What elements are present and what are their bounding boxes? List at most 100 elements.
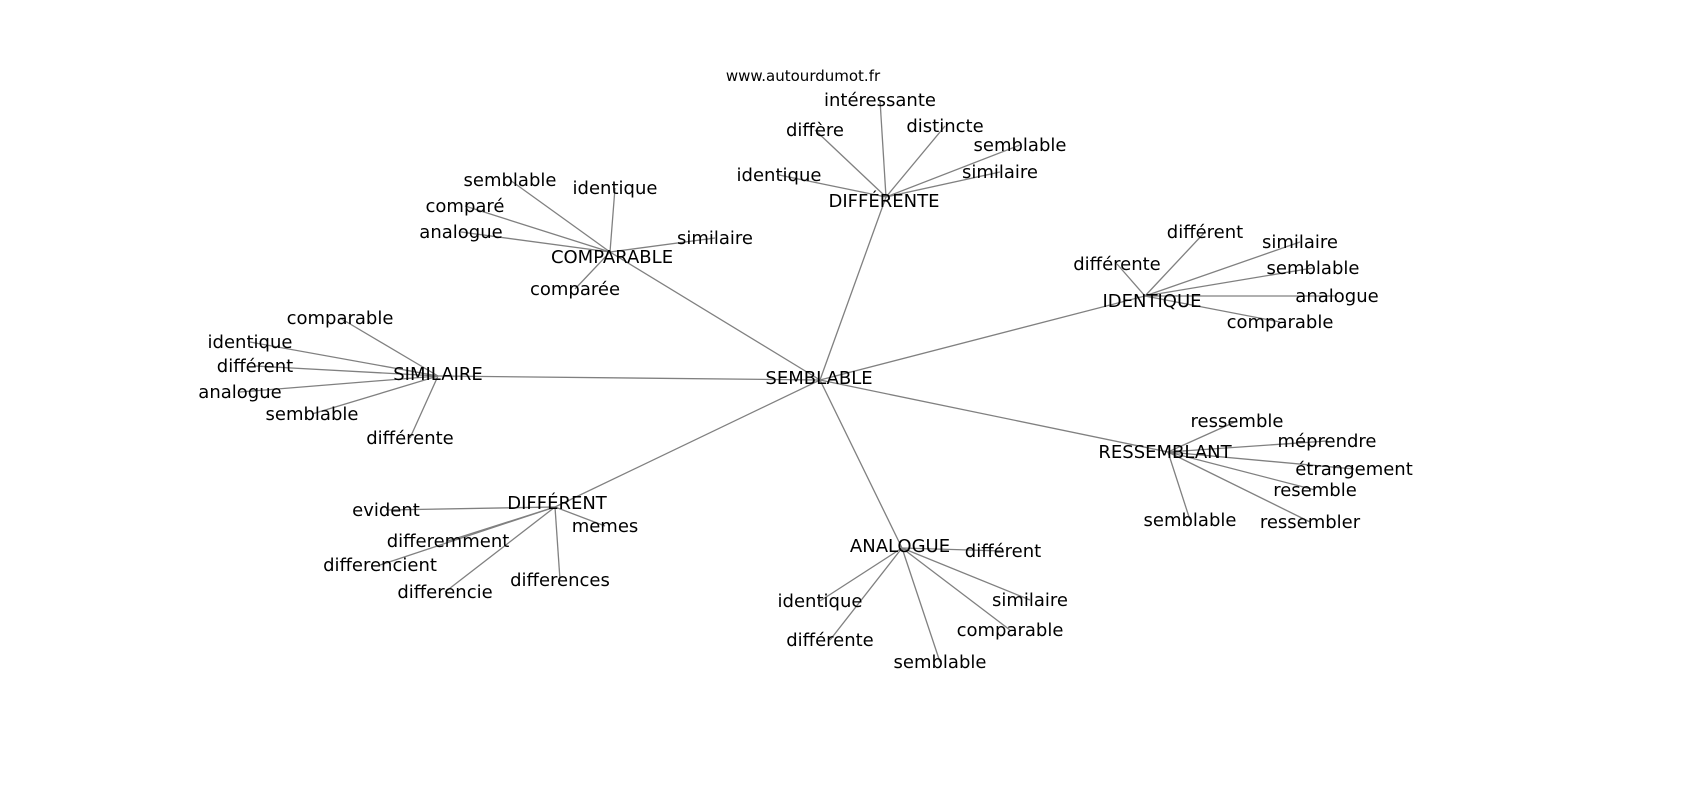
hub-node[interactable]: ANALOGUE <box>850 536 950 557</box>
edge-hub-leaf <box>901 547 941 663</box>
leaf-node[interactable]: evident <box>352 500 420 521</box>
leaf-node[interactable]: semblable <box>1267 258 1360 279</box>
leaf-node[interactable]: différente <box>366 428 454 449</box>
edge-center-hub <box>437 375 821 381</box>
edge-hub-leaf <box>1144 231 1206 297</box>
edge-hub-leaf <box>554 506 606 527</box>
leaf-node[interactable]: similaire <box>677 228 753 249</box>
leaf-node[interactable]: comparable <box>957 620 1064 641</box>
leaf-node[interactable]: identique <box>737 165 822 186</box>
leaf-node[interactable]: analogue <box>419 222 502 243</box>
edge-hub-leaf <box>901 547 1004 552</box>
edge-hub-leaf <box>885 171 1001 198</box>
leaf-node[interactable]: diffère <box>786 120 844 141</box>
edge-hub-leaf <box>885 125 946 198</box>
edge-hub-leaf <box>1167 451 1316 491</box>
leaf-node[interactable]: similaire <box>992 590 1068 611</box>
leaf-node[interactable]: ressembler <box>1260 512 1361 533</box>
leaf-node[interactable]: étrangement <box>1295 459 1413 480</box>
edge-hub-leaf <box>814 129 887 198</box>
leaf-node[interactable]: différent <box>965 541 1041 562</box>
leaf-node[interactable]: semblable <box>266 404 359 425</box>
center-node[interactable]: SEMBLABLE <box>765 368 872 389</box>
hub-node[interactable]: RESSEMBLANT <box>1098 442 1232 463</box>
edge-hub-leaf <box>901 547 1011 631</box>
hub-node[interactable]: COMPARABLE <box>551 247 673 268</box>
edge-hub-leaf <box>311 375 439 415</box>
leaf-node[interactable]: differemment <box>387 531 510 552</box>
leaf-node[interactable]: comparée <box>530 279 620 300</box>
edge-hub-leaf <box>339 317 439 377</box>
leaf-node[interactable]: semblable <box>1144 510 1237 531</box>
edge-hub-leaf <box>609 187 616 253</box>
edge-hub-leaf <box>1144 267 1314 297</box>
leaf-node[interactable]: similaire <box>1262 232 1338 253</box>
edge-hub-leaf <box>409 375 439 439</box>
leaf-node[interactable]: differencient <box>323 555 437 576</box>
edge-hub-leaf <box>254 365 439 377</box>
leaf-node[interactable]: comparable <box>1227 312 1334 333</box>
leaf-node[interactable]: méprendre <box>1277 431 1376 452</box>
edge-hub-leaf <box>901 547 1031 601</box>
labels: www.autourdumot.fr SEMBLABLE SIMILAIRE co… <box>198 67 1412 673</box>
edge-center-hub <box>819 196 887 381</box>
edge-hub-leaf <box>239 375 439 393</box>
leaf-node[interactable]: comparable <box>287 308 394 329</box>
leaf-node[interactable]: comparé <box>426 196 505 217</box>
edge-hub-leaf <box>819 547 903 602</box>
edge-hub-leaf <box>1167 451 1355 470</box>
edge-hub-leaf <box>778 174 887 198</box>
edge-hub-leaf <box>574 251 611 290</box>
leaf-node[interactable]: identique <box>778 591 863 612</box>
leaf-node[interactable]: semblable <box>894 652 987 673</box>
edge-hub-leaf <box>444 506 556 593</box>
edge-hub-leaf <box>1167 420 1238 453</box>
edge-hub-leaf <box>829 547 903 641</box>
hub-node[interactable]: SIMILAIRE <box>393 364 483 385</box>
edge-hub-leaf <box>609 237 716 253</box>
leaf-node[interactable]: différent <box>217 356 293 377</box>
leaf-node[interactable]: analogue <box>198 382 281 403</box>
edge-hub-leaf <box>885 144 1021 198</box>
site-title: www.autourdumot.fr <box>726 67 881 85</box>
leaf-node[interactable]: resemble <box>1273 480 1357 501</box>
leaf-node[interactable]: similaire <box>962 162 1038 183</box>
edge-hub-leaf <box>1116 263 1146 297</box>
edge-hub-leaf <box>879 99 887 198</box>
edge-hub-leaf <box>1167 451 1191 521</box>
leaf-node[interactable]: intéressante <box>824 90 936 111</box>
edge-center-hub <box>819 379 1169 453</box>
edge-center-hub <box>609 251 821 381</box>
leaf-node[interactable]: distincte <box>906 116 983 137</box>
edge-hub-leaf <box>385 506 556 511</box>
leaf-node[interactable]: ressemble <box>1191 411 1284 432</box>
leaf-node[interactable]: semblable <box>464 170 557 191</box>
edges <box>239 99 1355 663</box>
leaf-node[interactable]: différent <box>1167 222 1243 243</box>
edge-hub-leaf <box>379 506 556 566</box>
edge-hub-leaf <box>554 506 561 581</box>
edge-hub-leaf <box>460 231 611 253</box>
hub-node[interactable]: DIFFÉRENT <box>507 492 608 514</box>
edge-hub-leaf <box>1144 241 1301 297</box>
edge-hub-leaf <box>1144 295 1281 323</box>
edge-hub-leaf <box>1167 451 1311 523</box>
hub-node[interactable]: DIFFÉRENTE <box>829 190 940 212</box>
edge-center-hub <box>554 379 821 508</box>
edge-hub-leaf <box>509 179 611 253</box>
leaf-node[interactable]: differences <box>510 570 610 591</box>
leaf-node[interactable]: semblable <box>974 135 1067 156</box>
edge-hub-leaf <box>1167 440 1328 453</box>
hub-node[interactable]: IDENTIQUE <box>1102 291 1201 312</box>
leaf-node[interactable]: differencie <box>397 582 492 603</box>
leaf-node[interactable]: identique <box>573 178 658 199</box>
leaf-node[interactable]: memes <box>572 516 639 537</box>
leaf-node[interactable]: différente <box>786 630 874 651</box>
edge-center-hub <box>819 295 1146 381</box>
edge-hub-leaf <box>249 341 439 377</box>
leaf-node[interactable]: identique <box>208 332 293 353</box>
edge-hub-leaf <box>464 205 611 253</box>
leaf-node[interactable]: différente <box>1073 254 1161 275</box>
leaf-node[interactable]: analogue <box>1295 286 1378 307</box>
